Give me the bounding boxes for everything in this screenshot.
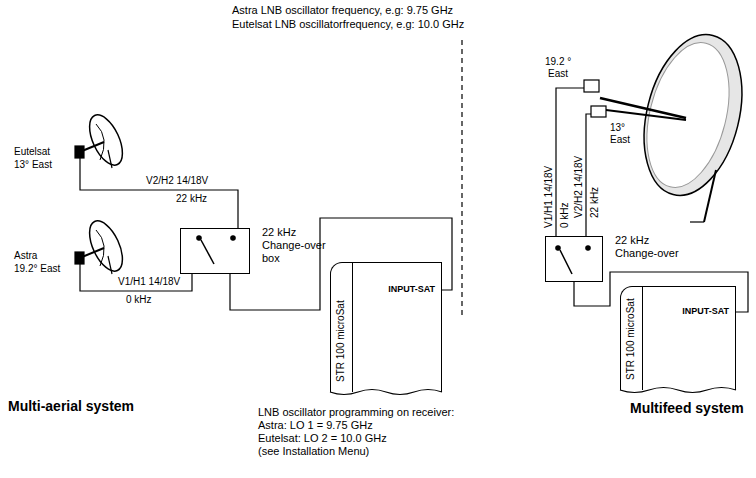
annotation: V2/H2 14/18V <box>146 175 208 187</box>
receiver-outline <box>620 286 736 390</box>
socket-label: INPUT-SAT <box>388 284 435 295</box>
annotation: Astra <box>14 250 37 262</box>
annotation: Astra: LO 1 = 9.75 GHz <box>258 419 373 432</box>
model-name: STR 100 microSat <box>625 298 637 380</box>
annotation: Eutelsat <box>14 146 50 158</box>
receiver-unit: STR 100 microSat INPUT-SAT <box>620 286 736 390</box>
receiver-strip <box>642 286 643 390</box>
system-title: Multi-aerial system <box>8 398 134 415</box>
annotation: 13° East <box>14 159 52 171</box>
box-label: 22 kHz Change-over box <box>262 226 336 265</box>
socket-label: INPUT-SAT <box>682 306 729 317</box>
annotation: V1/H1 14/18V <box>118 276 180 288</box>
receiver-outline <box>330 262 442 392</box>
annotation: Eutelsat: LO 2 = 10.0 GHz <box>258 432 387 445</box>
annotation: 22 kHz <box>176 193 207 205</box>
receiver-unit: STR 100 microSat INPUT-SAT <box>330 262 442 392</box>
annotation: LNB oscillator programming on receiver: <box>258 406 454 419</box>
wire <box>80 158 238 228</box>
annotation: 0 kHz <box>559 202 571 228</box>
annotation: Eutelsat LNB oscillatorfrequency, e.g: 1… <box>232 18 464 31</box>
annotation: East <box>610 134 630 146</box>
wire <box>80 264 192 291</box>
box-label: 22 kHz Change-over <box>615 234 689 260</box>
annotation: East <box>548 68 568 80</box>
wire <box>556 88 584 236</box>
annotation: V2/H2 14/18V <box>573 156 585 218</box>
annotation: (see Installation Menu) <box>258 445 369 458</box>
box-outline <box>545 236 603 282</box>
cut-edge <box>620 388 736 393</box>
annotation: 22 kHz <box>589 187 601 218</box>
box-outline <box>180 228 250 274</box>
switch-symbol <box>197 236 235 264</box>
divider-line <box>461 40 462 318</box>
annotation: 0 kHz <box>126 294 152 306</box>
dish-multifeed <box>584 24 756 222</box>
change-over-box: 22 kHz Change-over box <box>180 228 250 274</box>
annotation: 19.2 ° <box>545 56 571 68</box>
dish-astra <box>75 216 129 276</box>
model-name: STR 100 microSat <box>335 300 347 382</box>
annotation: Astra LNB oscillator frequency, e.g: 9.7… <box>232 4 453 17</box>
cable <box>230 218 452 310</box>
receiver-strip <box>352 262 353 392</box>
annotation: 13° <box>610 122 625 134</box>
annotation: 19.2° East <box>14 263 60 275</box>
annotation: V1/H1 14/18V <box>543 166 555 228</box>
switch-symbol <box>556 246 590 274</box>
cut-edge <box>330 390 442 395</box>
system-title: Multifeed system <box>630 400 744 417</box>
dish-eutelsat <box>75 110 129 170</box>
change-over-box: 22 kHz Change-over <box>545 236 603 282</box>
